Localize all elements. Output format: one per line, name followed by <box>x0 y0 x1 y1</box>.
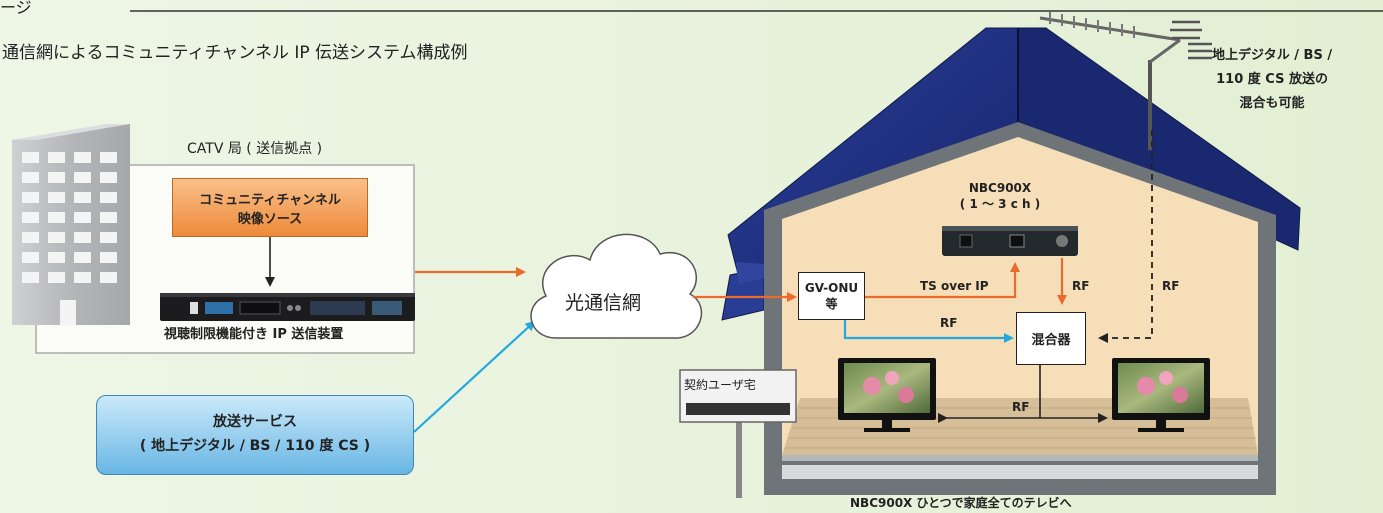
rf-label-tv: RF <box>1012 400 1030 414</box>
device-label: 視聴制限機能付き IP 送信装置 <box>164 327 344 342</box>
nbc900x-label: NBC900X ( 1 ～ 3 c h ) <box>950 180 1050 212</box>
broadcast-line2: ( 地上デジタル / BS / 110 度 CS ) <box>139 438 371 454</box>
rf-label-onu: RF <box>940 316 958 330</box>
broadcast-line1: 放送サービス <box>213 414 297 431</box>
arrow-service-to-network <box>413 320 536 433</box>
nbc900x-device <box>942 226 1078 256</box>
heading-fragment: ージ <box>0 0 32 17</box>
tv-right <box>1112 358 1210 432</box>
antenna-rf-line <box>1098 130 1153 343</box>
rf-label-antenna: RF <box>1162 279 1180 293</box>
rf-label-nbc: RF <box>1072 279 1090 293</box>
catv-label: CATV 局 ( 送信拠点 ) <box>187 141 323 157</box>
antenna-note-line2: 110 度 CS 放送の <box>1216 72 1328 87</box>
arrow-ts-over-ip <box>865 262 1020 299</box>
ip-transmitter-device <box>160 293 415 321</box>
house-caption: NBC900X ひとつで家庭全てのテレビへ <box>850 496 1072 510</box>
antenna-note: 地上デジタル / BS / 110 度 CS 放送の 混合も可能 <box>1212 44 1332 116</box>
page-subtitle: 通信網によるコミュニティチャンネル IP 伝送システム構成例 <box>2 43 468 63</box>
broadcast-service-box: 放送サービス ( 地上デジタル / BS / 110 度 CS ) <box>96 395 414 475</box>
antenna-note-line1: 地上デジタル / BS / <box>1212 48 1333 63</box>
video-source-line1: コミュニティチャンネル <box>199 192 341 208</box>
network-cloud-label: 光通信網 <box>565 292 642 314</box>
roof-flap-upper <box>736 262 764 284</box>
antenna-note-line3: 混合も可能 <box>1239 96 1305 111</box>
tv-left <box>838 358 936 432</box>
user-sign-label: 契約ユーザ宅 <box>684 378 756 392</box>
nbc900x-name: NBC900X <box>968 181 1032 195</box>
arrow-onu-to-mixer <box>843 320 1014 343</box>
nbc900x-channels: ( 1 ～ 3 c h ) <box>959 197 1041 211</box>
video-source-line2: 映像ソース <box>237 211 303 227</box>
antenna <box>1039 12 1212 150</box>
ts-over-ip-label: TS over IP <box>920 279 989 293</box>
gv-onu-box: GV-ONU 等 <box>798 272 865 320</box>
catv-building <box>12 124 130 325</box>
network-cloud <box>530 233 703 339</box>
video-source-box: コミュニティチャンネル 映像ソース <box>172 178 368 237</box>
mixer-box: 混合器 <box>1016 312 1086 365</box>
user-sign-post <box>679 369 797 498</box>
